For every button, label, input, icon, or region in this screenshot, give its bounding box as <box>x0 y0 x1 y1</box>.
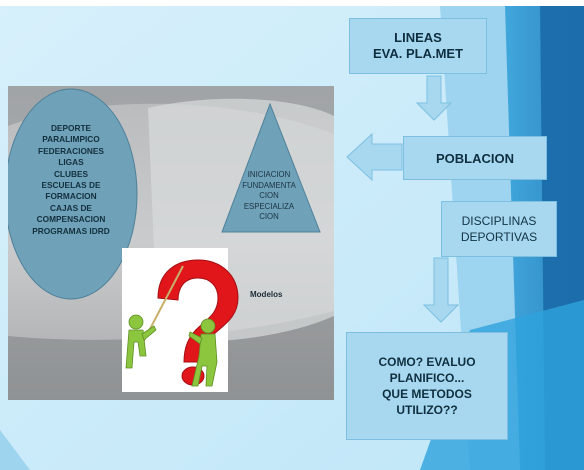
lineas-box: LINEAS EVA. PLA.MET <box>349 18 487 74</box>
triangle-text: INICIACION FUNDAMENTA CION ESPECIALIZA C… <box>242 170 296 221</box>
oval-text: DEPORTE PARALIMPICO FEDERACIONES LIGAS C… <box>32 123 110 236</box>
arrow-down-bottom-icon <box>422 257 460 323</box>
corner-wedge <box>0 430 30 470</box>
question-mark-picture <box>122 248 239 392</box>
modelos-label: Modelos <box>250 290 283 299</box>
green-figure-left-icon <box>125 314 157 369</box>
content-panel <box>8 86 334 400</box>
triangle-shape <box>221 102 321 233</box>
green-figure-right-icon <box>188 318 218 387</box>
arrow-left-icon <box>346 132 403 182</box>
arrow-down-top-icon <box>415 75 453 121</box>
question-box: COMO? EVALUO PLANIFICO... QUE METODOS UT… <box>346 332 508 440</box>
disciplinas-box: DISCIPLINAS DEPORTIVAS <box>441 201 557 257</box>
oval-shape <box>8 88 138 300</box>
poblacion-box: POBLACION <box>403 136 547 180</box>
